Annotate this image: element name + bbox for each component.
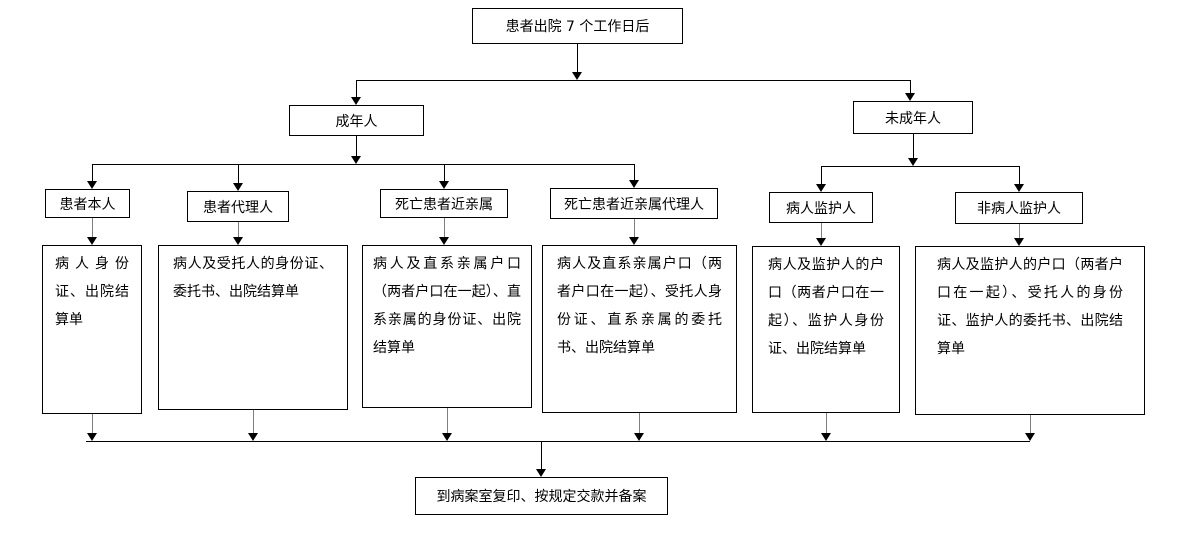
connector-line	[639, 413, 640, 433]
arrow-down-icon	[87, 237, 97, 245]
connector-line	[447, 408, 448, 433]
requirements-text: 病人及受托人的身份证、委托书、出院结算单	[173, 256, 333, 300]
requirements-node-deceased-relative: 病人及直系亲属户口（两者户口在一起）、直系亲属的身份证、出院结算单	[362, 245, 532, 408]
connector-line	[92, 218, 93, 237]
category-node-deceased-relative-agent: 死亡患者近亲属代理人	[550, 188, 718, 219]
arrow-down-icon	[905, 93, 915, 101]
connector-line	[86, 441, 1030, 442]
arrow-down-icon	[351, 97, 361, 105]
arrow-down-icon	[816, 238, 826, 246]
arrow-down-icon	[87, 181, 97, 189]
arrow-down-icon	[908, 158, 918, 166]
connector-line	[826, 413, 827, 433]
category-label: 患者本人	[59, 196, 116, 213]
requirements-text: 病人及监护人的户口（两者户口在一起）、监护人身份证、出院结算单	[768, 257, 884, 357]
arrow-down-icon	[87, 433, 97, 441]
connector-line	[253, 410, 254, 433]
arrow-down-icon	[439, 237, 449, 245]
end-node: 到病案室复印、按规定交款并备案	[415, 477, 668, 515]
arrow-down-icon	[629, 180, 639, 188]
category-node-non-guardian: 非病人监护人	[955, 192, 1083, 224]
arrow-down-icon	[439, 181, 449, 189]
branch-node-adult: 成年人	[289, 105, 424, 136]
connector-line	[541, 441, 542, 469]
start-node: 患者出院 7 个工作日后	[472, 8, 683, 44]
category-label: 患者代理人	[203, 199, 273, 216]
connector-line	[238, 164, 239, 183]
arrow-down-icon	[1014, 184, 1024, 192]
connector-line	[1019, 166, 1020, 184]
connector-line	[92, 414, 93, 433]
connector-line	[444, 164, 445, 181]
category-label: 非病人监护人	[977, 201, 1061, 217]
arrow-down-icon	[572, 72, 582, 80]
connector-line	[1030, 415, 1031, 433]
category-label: 死亡患者近亲属代理人	[564, 196, 704, 213]
requirements-text: 病人及监护人的户口（两者户口在一起）、受托人的身份证、监护人的委托书、出院结算单	[937, 257, 1123, 357]
category-node-patient-self: 患者本人	[45, 189, 130, 218]
requirements-node-deceased-relative-agent: 病人及直系亲属户口（两者户口在一起）、受托人身份证、直系亲属的委托书、出院结算单	[542, 245, 737, 413]
category-node-deceased-relative: 死亡患者近亲属	[380, 189, 508, 218]
arrow-down-icon	[816, 184, 826, 192]
requirements-node-patient-agent: 病人及受托人的身份证、委托书、出院结算单	[158, 245, 348, 410]
arrow-down-icon	[1025, 433, 1035, 441]
arrow-down-icon	[821, 433, 831, 441]
arrow-down-icon	[1014, 238, 1024, 246]
requirements-node-non-guardian: 病人及监护人的户口（两者户口在一起）、受托人的身份证、监护人的委托书、出院结算单	[915, 246, 1145, 415]
requirements-node-guardian: 病人及监护人的户口（两者户口在一起）、监护人身份证、出院结算单	[752, 246, 900, 413]
connector-line	[821, 166, 1019, 167]
connector-line	[1019, 224, 1020, 238]
arrow-down-icon	[536, 469, 546, 477]
arrow-down-icon	[233, 183, 243, 191]
category-label: 病人监护人	[786, 200, 856, 217]
connector-line	[92, 164, 93, 181]
category-node-patient-agent: 患者代理人	[187, 191, 289, 222]
requirements-text: 病人及直系亲属户口（两者户口在一起）、受托人身份证、直系亲属的委托书、出院结算单	[557, 256, 722, 356]
connector-line	[910, 80, 911, 93]
connector-line	[356, 136, 357, 156]
arrow-down-icon	[351, 156, 361, 164]
requirements-text: 病人身份证、出院结算单	[55, 256, 129, 328]
connector-line	[577, 44, 578, 72]
connector-line	[356, 80, 357, 97]
arrow-down-icon	[629, 237, 639, 245]
branch-minor-label: 未成年人	[885, 110, 941, 127]
connector-line	[238, 222, 239, 237]
connector-line	[444, 218, 445, 237]
arrow-down-icon	[634, 433, 644, 441]
requirements-text: 病人及直系亲属户口（两者户口在一起）、直系亲属的身份证、出院结算单	[373, 256, 521, 356]
end-label: 到病案室复印、按规定交款并备案	[436, 489, 647, 505]
start-label: 患者出院 7 个工作日后	[505, 19, 650, 35]
connector-line	[913, 134, 914, 158]
category-label: 死亡患者近亲属	[395, 196, 493, 213]
requirements-node-patient-self: 病人身份证、出院结算单	[42, 245, 142, 414]
arrow-down-icon	[233, 237, 243, 245]
connector-line	[634, 219, 635, 237]
branch-node-minor: 未成年人	[853, 101, 973, 134]
connector-line	[821, 166, 822, 184]
connector-line	[821, 223, 822, 238]
connector-line	[634, 164, 635, 180]
category-node-guardian: 病人监护人	[769, 192, 873, 223]
connector-line	[356, 80, 911, 81]
connector-line	[92, 164, 634, 165]
arrow-down-icon	[442, 433, 452, 441]
arrow-down-icon	[248, 433, 258, 441]
branch-adult-label: 成年人	[335, 113, 378, 130]
